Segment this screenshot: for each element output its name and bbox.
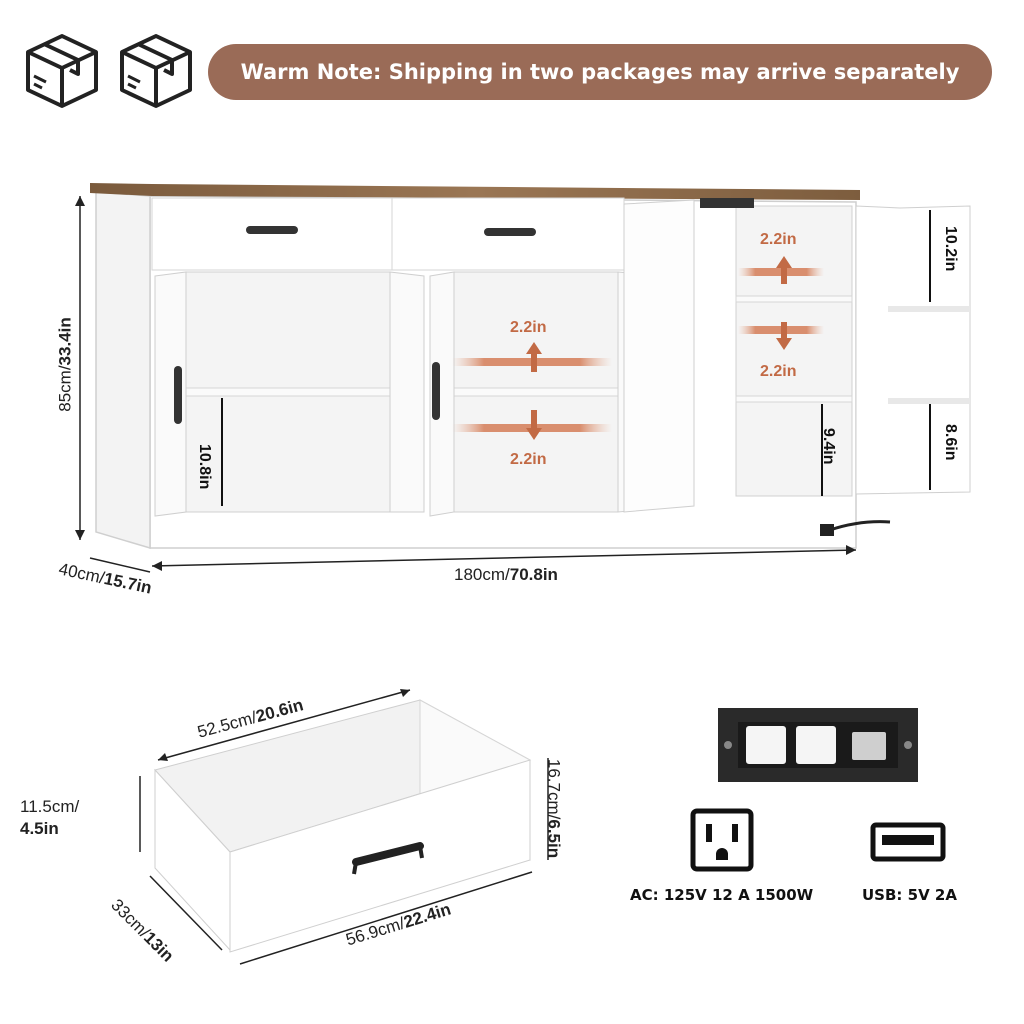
right-up-label: 2.2in (760, 231, 797, 248)
door-top-height-label: 10.2in (942, 226, 959, 272)
ac-outlet-icon (690, 808, 754, 872)
height-dimension: 85cm/33.4in (55, 317, 75, 412)
drawer-outer-height: 16.7cm/6.5in (544, 758, 564, 859)
shipping-note: Warm Note: Shipping in two packages may … (208, 44, 992, 100)
right-lower-height-label: 9.4in (820, 428, 837, 465)
drawer-inner-height: 11.5cm/4.5in (20, 797, 80, 839)
usb-spec-label: USB: 5V 2A (862, 886, 957, 904)
width-dimension: 180cm/70.8in (454, 565, 558, 584)
middle-down-label: 2.2in (510, 451, 547, 468)
right-down-label: 2.2in (760, 363, 797, 380)
package-box-icon (26, 34, 98, 108)
door-bottom-height-label: 8.6in (942, 424, 959, 461)
ac-spec-label: AC: 125V 12 A 1500W (630, 886, 814, 904)
middle-up-label: 2.2in (510, 319, 547, 336)
package-box-icon (120, 34, 192, 108)
left-lower-height-label: 10.8in (196, 444, 213, 490)
usb-port-icon (870, 822, 946, 862)
